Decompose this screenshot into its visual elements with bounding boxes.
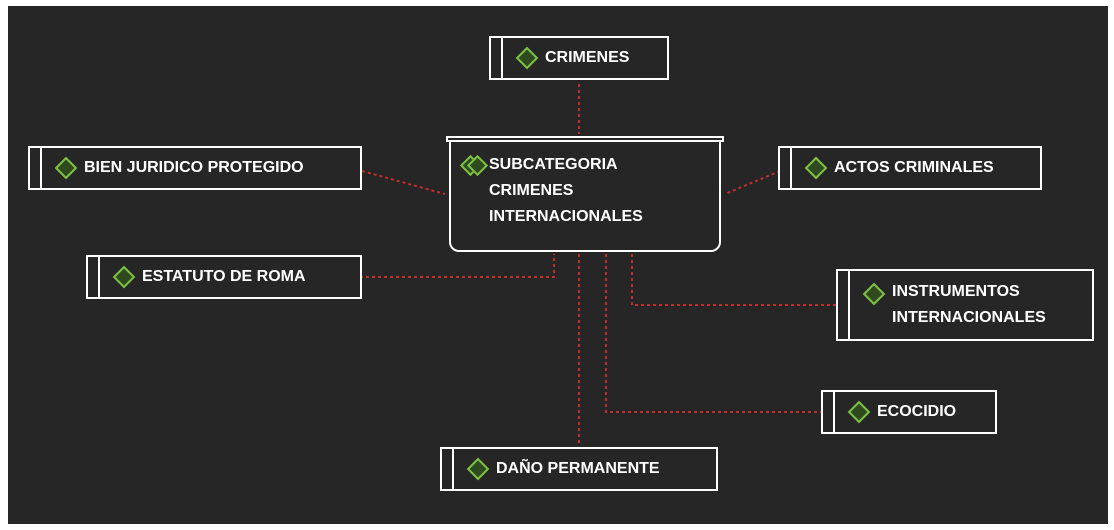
node-label: ACTOS CRIMINALES bbox=[834, 159, 994, 176]
node-label: CRIMENES bbox=[545, 49, 630, 66]
node-instrumentos[interactable]: INSTRUMENTOS INTERNACIONALES bbox=[836, 269, 1094, 341]
node-bar bbox=[848, 271, 850, 339]
node-bar bbox=[501, 38, 503, 78]
node-estatuto-roma[interactable]: ESTATUTO DE ROMA bbox=[86, 255, 362, 299]
diamond-icon bbox=[54, 156, 78, 180]
central-node-label: SUBCATEGORIA CRIMENES INTERNACIONALES bbox=[489, 156, 643, 225]
diamond-icon bbox=[112, 265, 136, 289]
diamond-icon bbox=[466, 457, 490, 481]
diamond-icon bbox=[804, 156, 828, 180]
connector-actos-criminales bbox=[724, 170, 781, 195]
connector-ecocidio bbox=[605, 254, 823, 413]
node-label: ESTATUTO DE ROMA bbox=[142, 268, 306, 285]
node-bar bbox=[790, 148, 792, 188]
node-bar bbox=[98, 257, 100, 297]
node-bar bbox=[452, 449, 454, 489]
diagram-canvas: CRIMENES BIEN JURIDICO PROTEGIDO ACTOS C… bbox=[8, 6, 1108, 524]
central-node-topbar bbox=[446, 136, 724, 142]
diamond-icon bbox=[515, 46, 539, 70]
node-label: DAÑO PERMANENTE bbox=[496, 460, 660, 477]
connector-estatuto-roma bbox=[360, 254, 555, 278]
node-label: BIEN JURIDICO PROTEGIDO bbox=[84, 159, 304, 176]
node-actos-criminales[interactable]: ACTOS CRIMINALES bbox=[778, 146, 1042, 190]
node-label: ECOCIDIO bbox=[877, 403, 957, 420]
node-ecocidio[interactable]: ECOCIDIO bbox=[821, 390, 997, 434]
node-crimenes[interactable]: CRIMENES bbox=[489, 36, 669, 80]
node-dano-permanente[interactable]: DAÑO PERMANENTE bbox=[440, 447, 718, 491]
double-diamond-icon bbox=[459, 154, 489, 177]
diamond-icon bbox=[862, 282, 886, 306]
node-bar bbox=[40, 148, 42, 188]
node-bar bbox=[833, 392, 835, 432]
connector-lines bbox=[360, 84, 838, 446]
node-bien-juridico[interactable]: BIEN JURIDICO PROTEGIDO bbox=[28, 146, 362, 190]
diamond-icon bbox=[847, 400, 871, 424]
connector-bien-juridico bbox=[361, 170, 446, 195]
connector-instrumentos bbox=[631, 254, 838, 306]
central-node[interactable]: SUBCATEGORIA CRIMENES INTERNACIONALES bbox=[446, 136, 724, 252]
node-label: INSTRUMENTOS INTERNACIONALES bbox=[892, 283, 1046, 326]
